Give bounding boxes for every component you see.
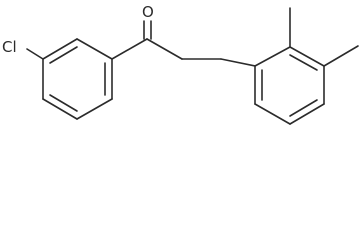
chlorophenyl-ring <box>42 38 113 120</box>
ring-a-bond-5 <box>42 98 78 120</box>
ring-a-bond-4 <box>76 98 113 120</box>
dimethylphenyl-ring <box>254 46 325 125</box>
methyl-bond-2 <box>323 45 359 67</box>
ring-a-inner-bond-1 <box>49 46 78 64</box>
ring-a-bond-1 <box>42 38 78 60</box>
ring-b-inner-bond-2 <box>289 99 318 117</box>
ring-b-bond-5 <box>254 103 291 125</box>
chain-bond-3 <box>220 58 256 67</box>
chlorine-label: Cl <box>2 38 17 56</box>
chlorine-bond <box>26 48 44 60</box>
ring-b-bond-2 <box>289 46 325 67</box>
chain-bond-1 <box>146 38 183 60</box>
oxygen-label: O <box>142 3 154 21</box>
ring-b-inner-bond-1 <box>289 54 318 71</box>
ring-a-bond-2 <box>76 38 113 60</box>
structural-formula: Cl O <box>2 3 359 125</box>
ring-b-bond-4 <box>289 103 325 125</box>
ring-b-bond-1 <box>254 46 291 67</box>
ring-to-carbonyl-bond <box>111 38 148 60</box>
ring-a-inner-bond-3 <box>49 94 78 112</box>
